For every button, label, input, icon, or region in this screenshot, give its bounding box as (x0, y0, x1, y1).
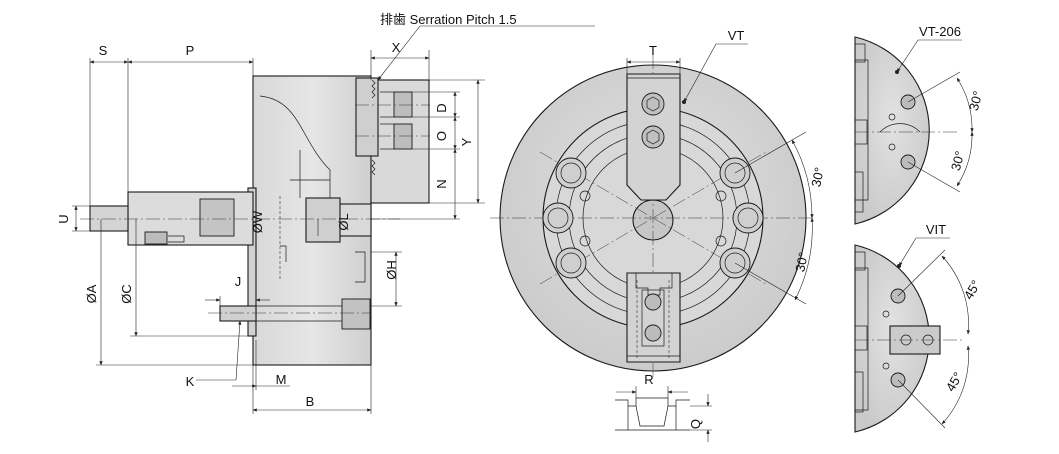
label-O: O (434, 131, 449, 141)
label-M: M (276, 372, 287, 387)
label-B: B (306, 394, 315, 409)
serration-teeth (371, 79, 376, 99)
draw-bar (89, 205, 129, 232)
vit-angle-upper: 45° (961, 277, 984, 302)
vt206-view: 30° 30° VT-206 (854, 24, 986, 225)
vit-view: 45° 45° VIT (854, 222, 984, 433)
serration-label: 排歯 Serration Pitch 1.5 (380, 12, 517, 27)
vit-angle-lower: 45° (943, 369, 966, 394)
leader-VT (683, 43, 717, 103)
jaw-bolt-1 (641, 92, 665, 116)
upper-jaw (626, 73, 681, 201)
label-L: ØL (336, 213, 351, 230)
vit-title: VIT (926, 222, 946, 237)
label-K: K (186, 374, 195, 389)
side-view: 排歯 Serration Pitch 1.5 S P X D O N Y U Ø… (56, 12, 595, 414)
label-W: ØW (250, 210, 265, 233)
vt206-title: VT-206 (919, 24, 961, 39)
leader-K (235, 320, 242, 381)
label-C: ØC (119, 284, 134, 304)
label-P: P (186, 43, 195, 58)
jaw-bolt-4 (644, 324, 662, 342)
rear-flange (247, 187, 257, 337)
guide-pin (219, 305, 257, 322)
vt206-angle-lower: 30° (948, 149, 968, 172)
label-X: X (392, 40, 401, 55)
label-U: U (56, 214, 71, 223)
label-T: T (649, 43, 657, 58)
jaw-bolt-2 (641, 125, 665, 149)
label-VT: VT (728, 28, 745, 43)
jaw-bolt-3 (644, 293, 662, 311)
piston-head (305, 197, 341, 243)
vt206-angle-upper: 30° (966, 89, 986, 112)
mount-bolt (341, 298, 371, 330)
angle-arc-upper (791, 139, 814, 219)
jaw-screw-lower (393, 123, 413, 150)
label-J: J (235, 274, 242, 289)
leader-serration (377, 25, 421, 81)
angle-label-upper: 30° (808, 166, 827, 188)
jaw-profile-detail: R Q (615, 372, 712, 442)
angle-arc-lower (794, 217, 814, 301)
angle-label-lower: 30° (792, 251, 811, 273)
label-A: ØA (84, 284, 99, 303)
jaw-screw-upper (393, 91, 413, 118)
label-D: D (434, 103, 449, 112)
label-Y: Y (459, 137, 474, 146)
key (144, 231, 168, 245)
label-N: N (434, 179, 449, 188)
vt206-half-disc (854, 36, 930, 225)
lower-jaw (626, 272, 681, 363)
front-view: T VT 30° 30° R Q (490, 28, 827, 442)
label-S: S (99, 43, 108, 58)
label-Q: Q (688, 419, 703, 429)
draw-nut (199, 198, 235, 237)
label-R: R (644, 372, 653, 387)
label-H: ØH (384, 260, 399, 280)
